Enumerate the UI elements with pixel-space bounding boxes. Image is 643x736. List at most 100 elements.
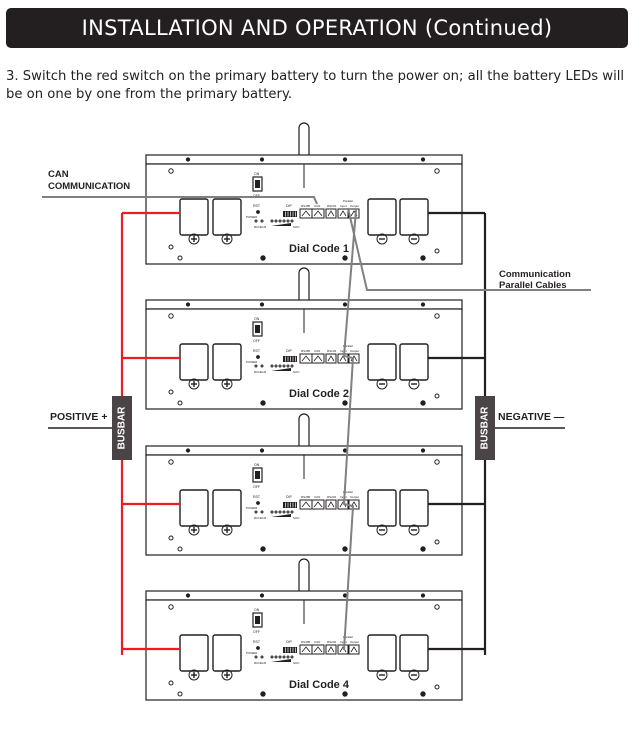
comm-port-icon [311,499,325,510]
screw-icon [434,604,440,610]
rs232-label: RS232 [327,349,337,353]
negative-terminal-icon [408,524,420,536]
comm-port-icon [299,499,313,510]
flange-screw [420,302,426,307]
negative-terminal-icon [408,669,420,681]
port-pin [339,646,347,653]
comm-port-icon [325,499,337,510]
port-pin [301,646,311,653]
terminal-block [399,489,429,527]
comm-port-icon [337,208,349,219]
comm-port-icon [337,644,349,655]
port-pin [327,355,335,362]
terminal-wires [122,211,485,651]
comm-port-icon [348,353,360,364]
rst-label: RST [253,204,261,208]
status-led [254,364,258,368]
comm-port-icon [325,353,337,364]
soc-led [270,510,274,514]
comm-port-icon [325,644,337,655]
can-label-line2: COMMUNICATION [48,181,130,192]
screw-icon [168,680,174,686]
soc-led [290,364,294,368]
flange-screw [259,157,265,162]
soc-label: SOC [293,370,300,374]
can-label: CAN [314,204,320,208]
output-label: Output [350,495,359,499]
terminal-block [179,343,209,381]
comm-port-icon [348,644,360,655]
port-pin [301,501,311,508]
rs485-label: RS485 [301,640,311,644]
soc-wedge-icon [271,514,291,517]
screw-icon [168,459,174,465]
terminal-block [399,343,429,381]
rst-button [256,210,260,214]
soc-wedge-icon [271,659,291,662]
switch-off-label: OFF [253,485,260,489]
soc-led [274,510,278,514]
comm-parallel-cable [342,209,357,651]
rs485-label: RS485 [301,204,311,208]
flange-screw [342,593,348,598]
status-led [260,219,264,223]
soc-led [274,219,278,223]
power-label: POWER [246,651,258,655]
terminal-block [212,343,242,381]
rst-label: RST [253,495,261,499]
rs485-label: RS485 [301,495,311,499]
soc-led [290,655,294,659]
flange-screw [259,302,265,307]
soc-wedge-icon [271,223,291,226]
screw-icon [342,691,348,697]
screw-icon [168,604,174,610]
negative-terminal-icon [376,669,388,681]
step-number: 3. [6,69,19,84]
switch-off-label: OFF [253,339,260,343]
power-switch-rocker [255,180,260,188]
dip-switch-icon [283,647,297,653]
screw-icon [342,546,348,552]
status-led [254,510,258,514]
parallel-label: Parallel [343,344,353,348]
soc-led [274,364,278,368]
parallel-label: Parallel [343,635,353,639]
flange-screw [420,593,426,598]
comm-cable-leader [347,207,591,291]
dial-code-label: Dial Code 4 [289,679,350,691]
soc-led [278,364,282,368]
dial-code-label: Dial Code 1 [289,243,349,255]
comm-label-line1: Communication [499,269,571,280]
positive-terminal-icon [221,378,233,390]
rst-button [256,501,260,505]
dip-label: DIP [286,495,293,499]
can-label-line1: CAN [48,169,69,180]
negative-terminal-icon [376,524,388,536]
alm-label: ALM [260,225,267,229]
negative-terminal-icon [408,233,420,245]
soc-led [282,655,286,659]
port-pin [339,501,347,508]
dial-code-label: Dial Code 2 [289,388,349,400]
screw-icon [260,400,266,406]
input-label: Input [340,204,347,208]
soc-led [270,219,274,223]
rs232-label: RS232 [327,495,337,499]
terminal-block [179,198,209,236]
soc-label: SOC [293,225,300,229]
power-switch-rocker [255,471,260,479]
screw-icon [420,546,426,552]
port-pin [313,646,323,653]
terminal-block [399,634,429,672]
run-label: RUN [254,225,261,229]
input-label: Input [340,640,347,644]
negative-terminal-icon [408,378,420,390]
screw-icon [420,691,426,697]
screw-icon [177,691,183,697]
soc-led [286,364,290,368]
power-switch-rocker [255,325,260,333]
can-label: CAN [314,495,320,499]
comm-port-icon [311,644,325,655]
port-pin [313,501,323,508]
